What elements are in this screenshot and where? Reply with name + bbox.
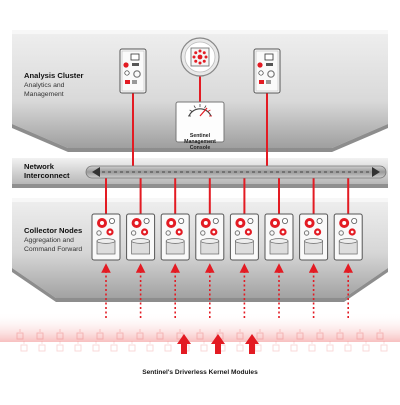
analysis-cluster-subtitle-1: Analytics and [24, 82, 65, 89]
kernel-module-icon [256, 329, 264, 340]
console-label-2: Management [184, 139, 216, 145]
collector-node-row [91, 213, 363, 261]
kernel-module-icon [296, 329, 304, 340]
server-tower-icon [253, 48, 281, 94]
kernel-module-icon [326, 341, 334, 352]
collector-node-icon [126, 213, 156, 261]
console-label-3: Console [190, 145, 211, 151]
collector-node-icon [299, 213, 329, 261]
collector-node-icon [160, 213, 190, 261]
kernel-module-icon [128, 341, 136, 352]
footer-caption: Sentinel's Driverless Kernel Modules [142, 369, 258, 376]
collector-nodes-title: Collector Nodes [24, 226, 82, 235]
kernel-module-icon [96, 329, 104, 340]
kernel-module-icon [56, 341, 64, 352]
kernel-module-icon [376, 329, 384, 340]
double-arrow-bus-icon [372, 167, 380, 177]
connector-lines [101, 76, 354, 318]
collector-nodes-subtitle-1: Aggregation and [24, 237, 74, 244]
kernel-module-icon [136, 329, 144, 340]
network-title-1: Network [24, 162, 55, 171]
collector-nodes-subtitle-2: Command Forward [24, 246, 82, 253]
kernel-module-icon [36, 329, 44, 340]
kernel-module-icon [316, 329, 324, 340]
kernel-module-icon [16, 329, 24, 340]
kernel-module-icon [272, 341, 280, 352]
kernel-module-icon [164, 341, 172, 352]
kernel-module-icon [380, 341, 388, 352]
kernel-module-icon [344, 341, 352, 352]
kernel-module-icon [20, 341, 28, 352]
kernel-module-icon [236, 341, 244, 352]
collector-node-icon [195, 213, 225, 261]
collector-node-icon [264, 213, 294, 261]
network-title-2: Interconnect [24, 171, 70, 180]
server-tower-icon [119, 48, 147, 94]
network-bus [85, 165, 387, 179]
analysis-cluster-title: Analysis Cluster [24, 71, 84, 80]
forward-arrow-icon [211, 334, 225, 354]
network-hub-icon [180, 37, 220, 77]
kernel-module-icon [56, 329, 64, 340]
kernel-module-icon [92, 341, 100, 352]
kernel-module-icon [290, 341, 298, 352]
forward-arrow-icon [177, 334, 191, 354]
glow-band [0, 312, 400, 342]
kernel-module-icon [276, 329, 284, 340]
double-arrow-bus-icon [92, 167, 100, 177]
analysis-cluster-icons [119, 37, 281, 143]
collector-node-icon [91, 213, 121, 261]
kernel-module-icon [38, 341, 46, 352]
kernel-module-icon [308, 341, 316, 352]
collector-node-icon [229, 213, 259, 261]
forward-arrow-icon [245, 334, 259, 354]
kernel-module-icon [362, 341, 370, 352]
gauge-console-icon [175, 101, 225, 143]
analysis-cluster-subtitle-2: Management [24, 91, 64, 98]
kernel-module-icon [116, 329, 124, 340]
kernel-module-icon [200, 341, 208, 352]
kernel-module-field [16, 329, 388, 354]
kernel-module-icon [156, 329, 164, 340]
kernel-module-icon [76, 329, 84, 340]
kernel-module-icon [336, 329, 344, 340]
kernel-module-icon [74, 341, 82, 352]
kernel-module-icon [356, 329, 364, 340]
kernel-module-icon [146, 341, 154, 352]
console-label-1: Sentinel [190, 133, 211, 139]
kernel-module-icon [196, 329, 204, 340]
kernel-module-icon [110, 341, 118, 352]
kernel-module-icon [236, 329, 244, 340]
collector-node-icon [333, 213, 363, 261]
